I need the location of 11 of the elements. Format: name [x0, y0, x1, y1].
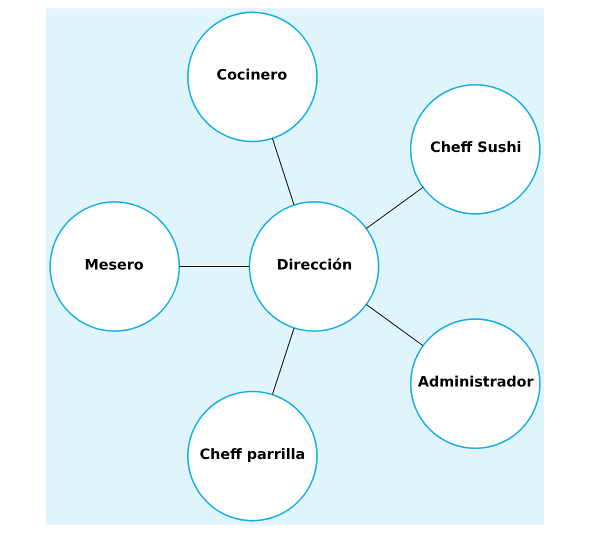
- connector: [271, 138, 294, 206]
- connector: [366, 304, 423, 346]
- node-circle: Mesero: [48, 201, 180, 332]
- node-circle: Cheff parrilla: [186, 390, 318, 522]
- node-circle: Cocinero: [186, 12, 318, 142]
- node-circle: Cheff Sushi: [409, 84, 540, 215]
- node-circle: Dirección: [248, 201, 379, 332]
- connector: [271, 328, 294, 395]
- connector: [366, 186, 423, 229]
- node-circle: Administrador: [409, 318, 540, 450]
- connector: [178, 266, 249, 267]
